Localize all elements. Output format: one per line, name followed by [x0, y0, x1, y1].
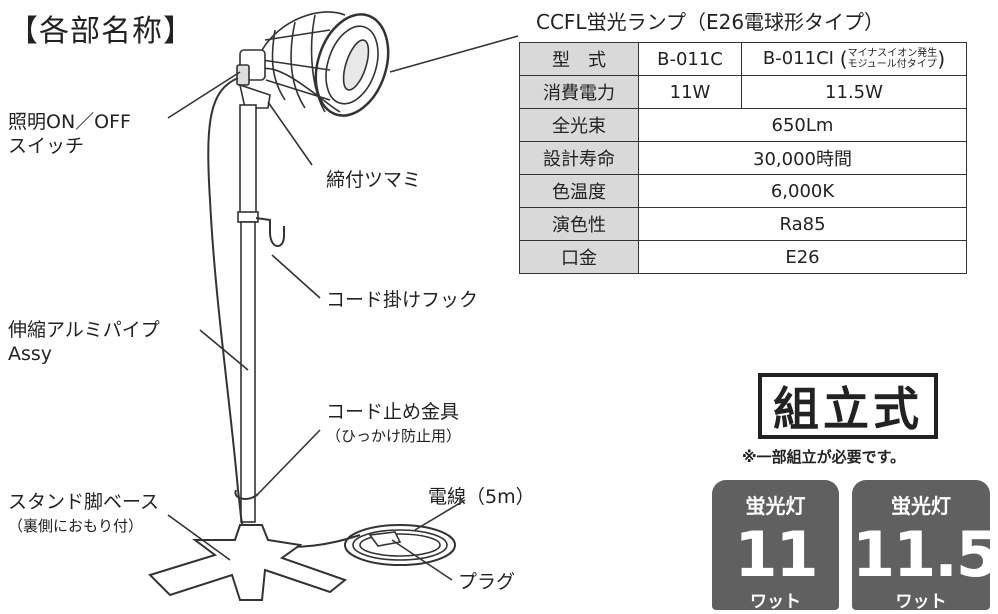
watt-badge-11-5: 蛍光灯 11.5 ワット: [852, 480, 998, 612]
watt-badge-11: 蛍光灯 11 ワット: [712, 480, 839, 612]
table-row: 全光束 650Lm: [519, 108, 967, 142]
table-row: 設計寿命 30,000時間: [519, 141, 967, 175]
model-a: B-011C: [638, 42, 742, 76]
model-header: 型 式: [519, 42, 639, 76]
cord-label: 電線（5m）: [428, 486, 535, 508]
model-b-note: マイナスイオン発生モジュール付タイプ: [847, 48, 938, 70]
lamp-guard-icon: [239, 11, 390, 117]
plug-label: プラグ: [458, 571, 516, 593]
base-label: スタンド脚ベース （裏側におもり付）: [8, 491, 160, 535]
hook-label: コード掛けフック: [326, 289, 479, 311]
switch-icon: [236, 64, 250, 86]
table-caption: CCFL蛍光ランプ（E26電球形タイプ）: [536, 10, 885, 34]
table-row: 色温度 6,000K: [519, 174, 967, 208]
table-row: 型 式 B-011C B-011CI (マイナスイオン発生モジュール付タイプ): [519, 42, 967, 76]
table-row: 演色性 Ra85: [519, 207, 967, 241]
cord-stopper-label: コード止め金具 （ひっかけ防止用）: [326, 401, 462, 445]
model-b-cell: B-011CI (マイナスイオン発生モジュール付タイプ): [741, 42, 967, 76]
spec-table: 型 式 B-011C B-011CI (マイナスイオン発生モジュール付タイプ) …: [519, 42, 967, 274]
assembly-badge: 組立式: [758, 373, 938, 439]
assembly-note: ※一部組立が必要です。: [742, 448, 906, 466]
page-title: 【各部名称】: [8, 14, 194, 49]
table-row: 口金 E26: [519, 240, 967, 274]
switch-label: 照明ON／OFF スイッチ: [8, 111, 131, 157]
table-row: 消費電力 11W 11.5W: [519, 75, 967, 109]
knob-label: 締付ツマミ: [326, 169, 422, 191]
stand-light-illustration: [148, 11, 519, 601]
model-b: B-011CI: [762, 48, 834, 69]
pipe-label: 伸縮アルミパイプ Assy: [8, 319, 160, 365]
